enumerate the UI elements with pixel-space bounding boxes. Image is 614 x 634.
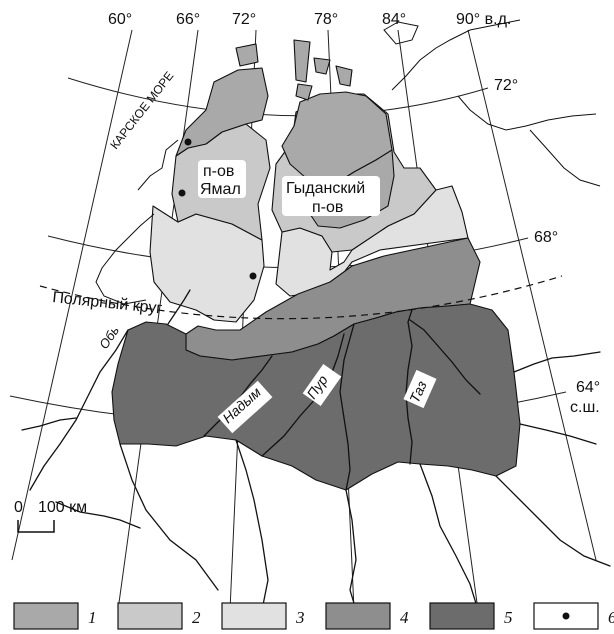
scale-zero: 0 [14, 499, 23, 516]
legend-number-3: 3 [295, 608, 305, 627]
longitude-labels: 60° 66° 72° 78° 84° 90° в.д. [108, 11, 511, 28]
coast-east-1 [391, 19, 521, 91]
legend: 1 2 3 4 5 6 [13, 602, 614, 630]
parallel-72 [67, 77, 489, 117]
river-ob-mouth [167, 289, 191, 325]
legend-number-2: 2 [192, 608, 201, 627]
kara-sea-label: КАРСКОЕ МОРЕ [107, 69, 176, 152]
coast-island-north [383, 21, 419, 45]
lon-label-78: 78° [314, 11, 338, 28]
meridian-72 [229, 29, 257, 611]
river-east-1 [513, 351, 601, 373]
lon-label-72: 72° [232, 11, 256, 28]
lon-label-84: 84° [382, 11, 406, 28]
lon-label-60: 60° [108, 11, 132, 28]
zones [111, 39, 521, 491]
coast-east-3 [529, 129, 601, 187]
river-south-6 [419, 463, 479, 611]
zone-1-island-5 [295, 83, 313, 101]
legend-swatch-1 [13, 602, 79, 630]
point-6-b [178, 189, 186, 197]
latitude-labels: 72° 68° 64° с.ш. [494, 77, 600, 416]
river-taz [405, 309, 413, 465]
lat-label-64: 64° [576, 379, 600, 396]
points-6 [178, 138, 257, 280]
legend-number-4: 4 [400, 608, 409, 627]
zone-1-island-4 [335, 65, 353, 87]
legend-swatch-5 [429, 602, 495, 630]
legend-number-1: 1 [88, 608, 97, 627]
river-south-3 [345, 489, 357, 611]
rivers [21, 289, 611, 611]
meridian-60 [11, 29, 133, 561]
lon-label-90: 90° в.д. [456, 11, 511, 28]
river-nadym [203, 355, 273, 437]
legend-dot-symbol [562, 612, 570, 620]
yamal-label-line2: Ямал [200, 181, 241, 198]
river-south-5 [55, 501, 141, 529]
arctic-circle-line [39, 275, 563, 320]
river-west-1 [21, 417, 77, 431]
river-south-4 [495, 475, 611, 567]
scale-bar: 0 100 км [14, 499, 87, 533]
legend-swatch-2 [117, 602, 183, 630]
lat-label-64-unit: с.ш. [570, 399, 600, 416]
legend-swatch-3 [221, 602, 287, 630]
coast-baydaratskaya [137, 139, 179, 191]
coastlines [95, 19, 601, 305]
river-ob [29, 329, 129, 491]
river-taz-trib [409, 319, 481, 395]
yamal-label-line1: п-ов [203, 163, 234, 180]
scale-line [17, 520, 55, 533]
legend-number-6: 6 [608, 608, 614, 627]
river-east-2 [519, 423, 597, 445]
meridian-66 [117, 29, 199, 611]
zone-1-island-3 [313, 57, 331, 75]
lat-label-68: 68° [534, 229, 558, 246]
legend-number-5: 5 [504, 608, 513, 627]
coast-east-2 [457, 95, 597, 131]
lat-label-72: 72° [494, 77, 518, 94]
zone-1-yamal-north [175, 67, 269, 157]
river-pur-upper [339, 323, 355, 491]
point-6-c [249, 272, 257, 280]
gydan-label-line2: п-ов [312, 199, 343, 216]
river-south-1 [119, 443, 219, 591]
meridian-90 [467, 29, 597, 561]
zone-1-island-1 [235, 43, 259, 67]
label-chips [198, 160, 380, 216]
zone-1-island-2 [293, 39, 311, 83]
coast-west [95, 213, 155, 305]
lon-label-66: 66° [176, 11, 200, 28]
scale-label: 100 км [38, 499, 87, 516]
legend-swatch-4 [325, 602, 391, 630]
point-6-a [184, 138, 192, 146]
river-south-2 [235, 439, 269, 611]
gydan-label-line1: Гыданский [286, 180, 365, 197]
